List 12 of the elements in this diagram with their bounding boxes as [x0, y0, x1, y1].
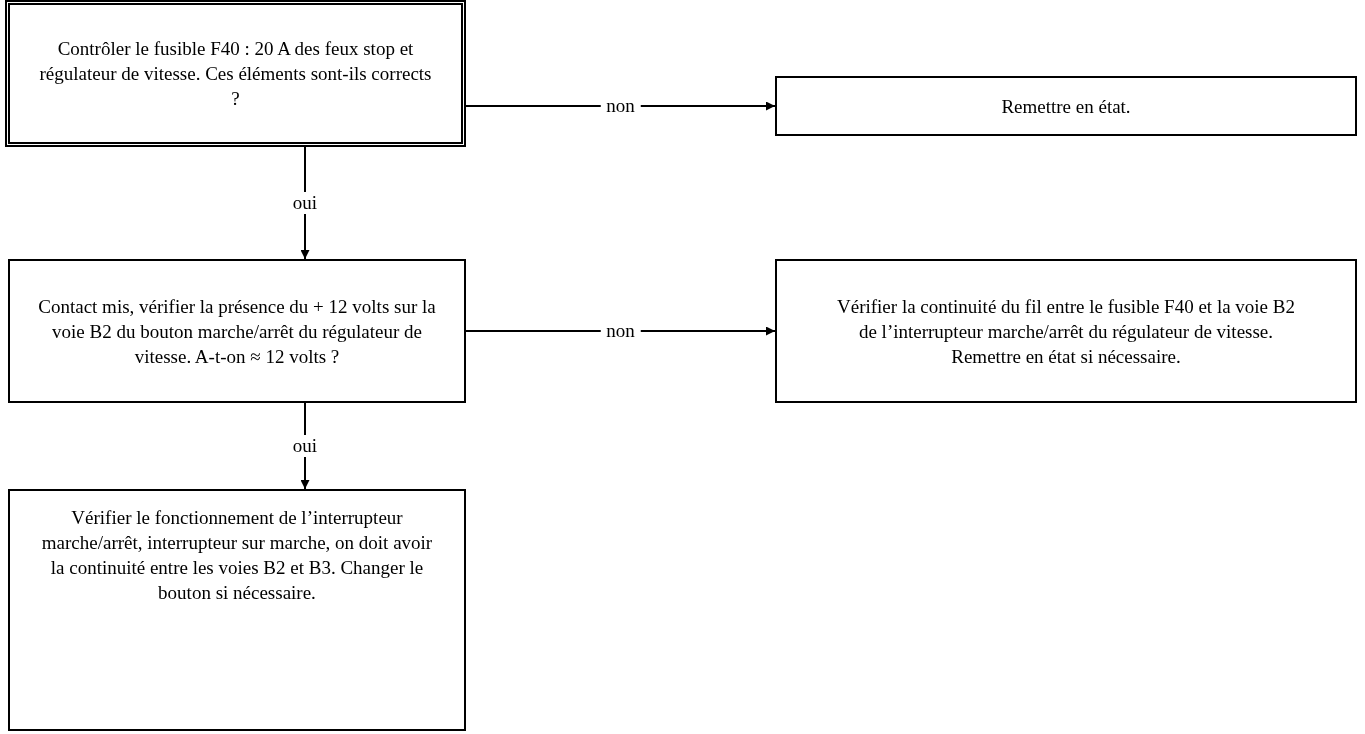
box-text: Vérifier le fonctionnement de l’interrupteur marche/arrêt, interrupteur sur marche, on doit avoir la continuité entre les voies B2 et B3. Changer le bouton si nécessaire.	[40, 506, 434, 605]
process-box	[8, 259, 466, 403]
box-text: Remettre en état.	[1001, 94, 1131, 119]
process-box	[8, 489, 466, 731]
decision-box	[5, 0, 466, 147]
arrow	[465, 101, 776, 111]
box-text: Vérifier la continuité du fil entre le fusible F40 et la voie B2 de l’interrupteur marche/arrêt du régulateur de vitesse. Remettre en état si nécessaire.	[836, 294, 1296, 369]
box-text: Contact mis, vérifier la présence du + 12 volts sur la voie B2 du bouton marche/arrêt du régulateur de vitesse. A-t-on ≈ 12 volts ?	[37, 294, 437, 369]
arrow	[465, 326, 776, 336]
process-box	[775, 259, 1357, 403]
process-box	[775, 76, 1357, 136]
box-text: Contrôler le fusible F40 : 20 A des feux stop et régulateur de vitesse. Ces éléments sont-ils corrects ?	[38, 37, 433, 111]
